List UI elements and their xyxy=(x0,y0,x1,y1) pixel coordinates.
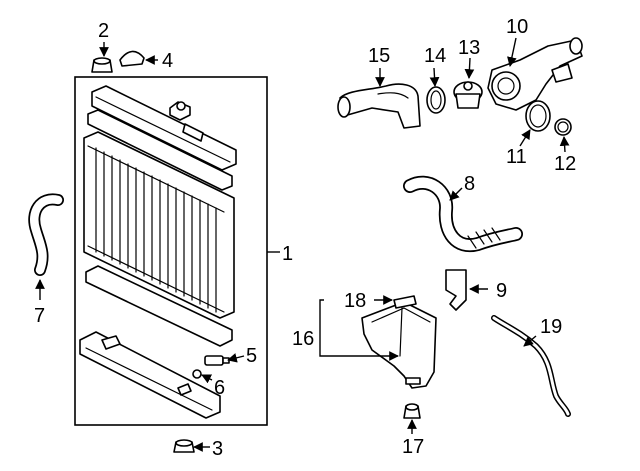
callout-15: 15 xyxy=(368,45,390,67)
callout-6: 6 xyxy=(214,377,225,399)
callout-14: 14 xyxy=(424,45,446,67)
callout-10: 10 xyxy=(506,16,528,38)
callout-9: 9 xyxy=(496,280,507,302)
reservoir-cap xyxy=(393,295,417,357)
water-outlet xyxy=(487,37,583,111)
callout-1: 1 xyxy=(282,243,293,265)
radiator-core xyxy=(83,131,235,319)
water-inlet-pipe xyxy=(337,83,421,129)
callout-5: 5 xyxy=(246,345,257,367)
coolant-reservoir xyxy=(361,301,437,389)
leader-13 xyxy=(464,57,475,79)
thermostat xyxy=(453,81,483,109)
upper-mount-cushion-top xyxy=(93,57,111,65)
hose-bracket xyxy=(445,269,467,311)
callout-4: 4 xyxy=(162,50,173,72)
callout-16: 16 xyxy=(292,328,314,350)
radiator-cap xyxy=(119,50,145,67)
leader-19 xyxy=(523,335,537,347)
leader-6 xyxy=(201,374,213,384)
leader-14 xyxy=(429,67,440,87)
callout-13: 13 xyxy=(458,37,480,59)
callout-17: 17 xyxy=(402,436,424,458)
callout-3: 3 xyxy=(212,438,223,460)
leader-12 xyxy=(559,136,570,153)
leader-16 xyxy=(319,299,399,361)
callout-12: 12 xyxy=(554,153,576,175)
radiator-lower-seal xyxy=(85,265,233,347)
radiator-upper-tank xyxy=(91,85,237,171)
callout-11: 11 xyxy=(506,146,527,168)
drain-cock xyxy=(204,355,230,366)
callout-2: 2 xyxy=(98,20,109,42)
callout-7: 7 xyxy=(34,305,45,327)
leader-5 xyxy=(227,353,245,363)
radiator-upper-seal xyxy=(87,109,233,191)
radiator-group-frame xyxy=(74,76,268,426)
callout-8: 8 xyxy=(464,173,475,195)
radiator-lower-tank xyxy=(79,331,221,419)
leader-11 xyxy=(519,129,531,147)
drain-o-ring xyxy=(192,369,202,379)
lower-mount-cushion-top xyxy=(175,439,193,447)
callout-19: 19 xyxy=(540,316,562,338)
leader-10 xyxy=(507,37,517,67)
leader-8 xyxy=(449,187,463,201)
callout-18: 18 xyxy=(344,290,366,312)
